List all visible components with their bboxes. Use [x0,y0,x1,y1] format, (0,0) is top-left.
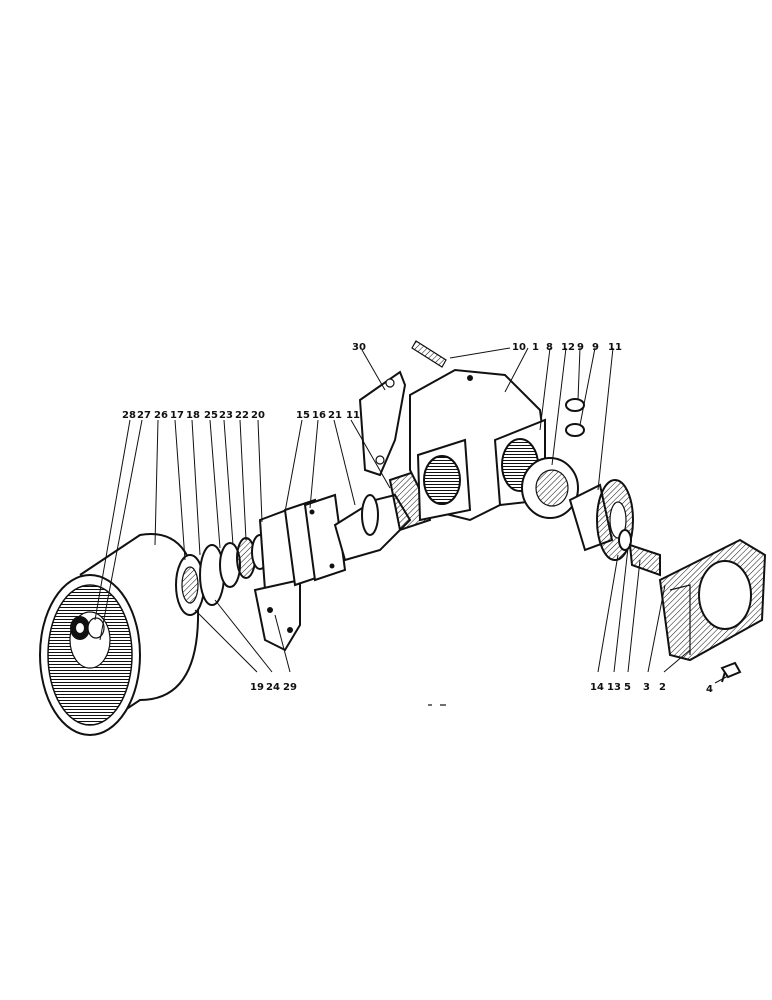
label-4: 4 [706,684,713,695]
label-18: 18 [186,410,200,421]
label-11a: 11 [608,342,622,353]
labels-bottom: 19 24 29 14 13 5 3 2 4 [250,682,713,695]
label-8: 8 [546,342,553,353]
label-19: 19 [250,682,264,693]
label-15: 15 [296,410,310,421]
label-16: 16 [312,410,326,421]
label-22: 22 [235,410,249,421]
label-23: 23 [219,410,233,421]
label-13: 13 [607,682,621,693]
bearing-group-left [175,534,269,616]
label-28: 28 [122,410,136,421]
label-30: 30 [352,342,366,353]
label-1: 1 [532,342,539,353]
end-cover-plate [658,538,767,662]
screw [720,661,742,683]
gearbox-housing [358,368,547,522]
label-20: 20 [251,410,265,421]
label-9a: 9 [577,342,584,353]
label-24: 24 [266,682,280,693]
label-12: 12 [561,342,575,353]
caps [565,398,585,437]
label-26: 26 [154,410,168,421]
label-25: 25 [204,410,218,421]
label-29: 29 [283,682,297,693]
labels-top: 30 10 1 8 12 9 9 11 28 27 26 17 18 25 23… [122,342,622,421]
label-11b: 11 [346,410,360,421]
label-14: 14 [590,682,604,693]
label-27: 27 [137,410,151,421]
stud-bolt [411,340,447,368]
label-21: 21 [328,410,342,421]
label-2: 2 [659,682,666,693]
label-10: 10 [512,342,526,353]
label-5: 5 [624,682,631,693]
label-9b: 9 [592,342,599,353]
gasket-plates [283,493,347,587]
bearing-right [521,457,579,519]
label-3: 3 [643,682,650,693]
wheel-drum [39,533,200,736]
bevel-gear-right [568,479,661,577]
leader-lines [94,347,729,684]
label-17: 17 [170,410,184,421]
